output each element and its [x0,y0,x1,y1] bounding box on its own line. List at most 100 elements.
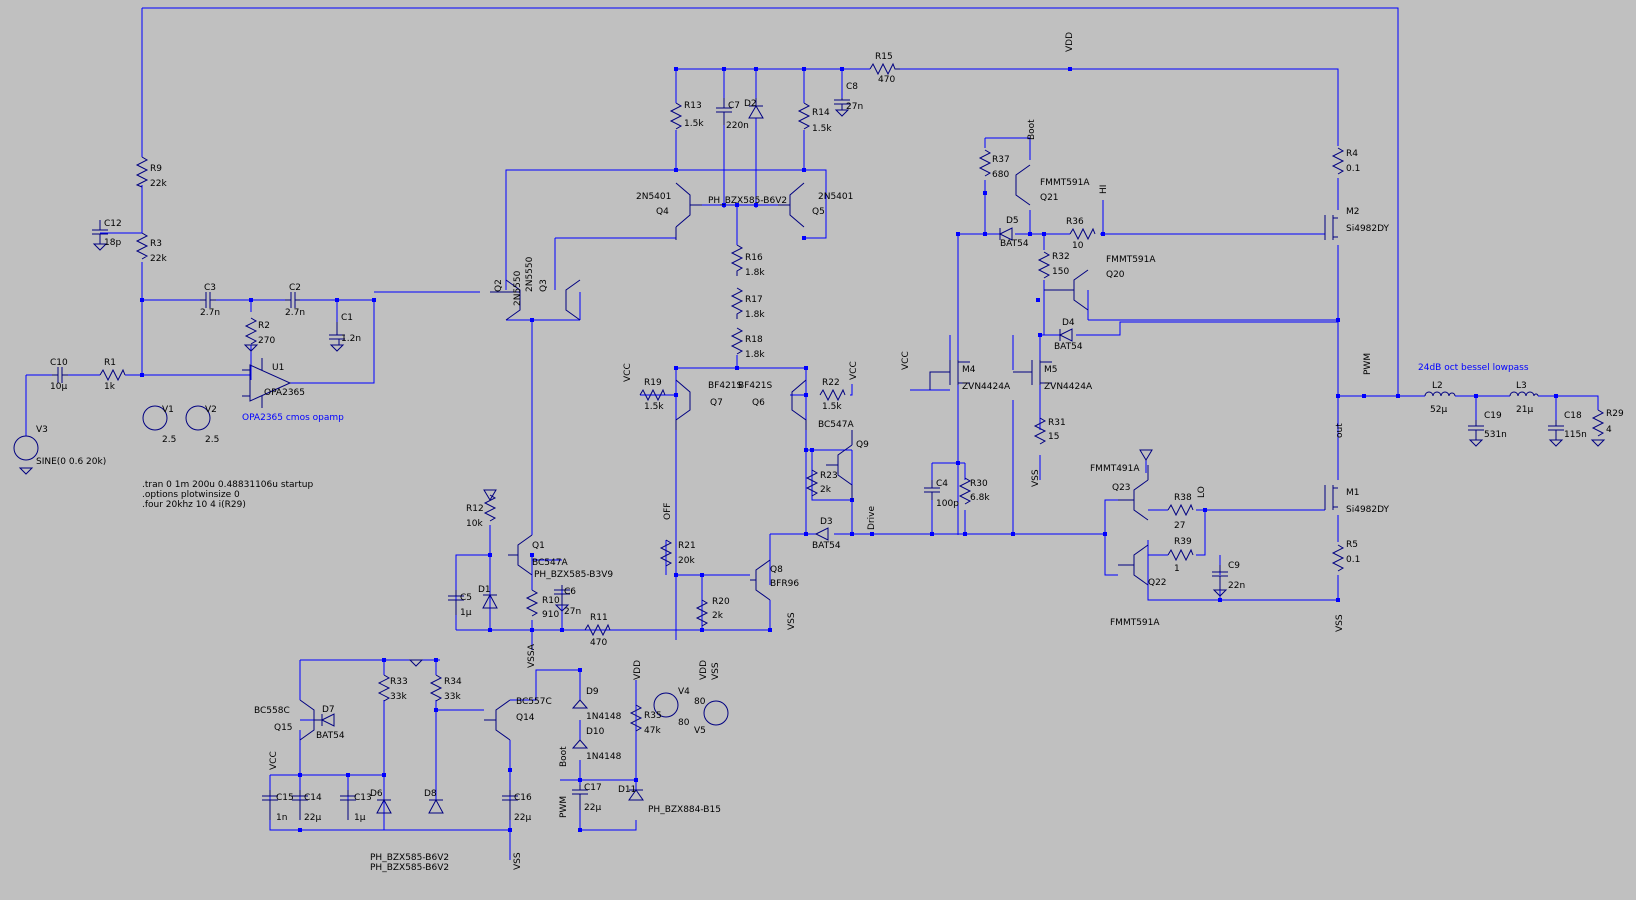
value-R1: 1k [104,382,116,392]
ref-R29: R29 [1606,409,1624,419]
ref-Q3: Q3 [539,279,549,292]
value-C14: 22µ [304,813,321,823]
ref-M5: M5 [1044,365,1058,375]
value-L2: 52µ [1430,405,1447,415]
opamp-U1 [242,358,292,408]
ref-R39: R39 [1174,537,1192,547]
net-label-Drive: Drive [867,506,877,530]
value-R37: 680 [992,170,1009,180]
resistor-R9 [135,156,149,188]
value-R17: 1.8k [745,310,765,320]
net-label-HI: HI [1099,185,1109,194]
inductor-L3 [1509,391,1539,397]
value-Q20: FMMT591A [1106,255,1156,265]
spice-directive: .four 20khz 10 4 i(R29) [142,500,246,510]
net-label-VDD: VDD [633,660,643,680]
capacitor-C17 [572,785,588,810]
ref-M2: M2 [1346,207,1360,217]
value-R10: 910 [542,610,559,620]
ref-C8: C8 [846,82,858,92]
diode-D5 [998,227,1013,241]
net-label-VSS: VSS [1031,469,1041,487]
ref-C6: C6 [564,587,576,597]
value-M4: ZVN4424A [962,382,1011,392]
capacitor-C18 [1548,420,1564,440]
resistor-R23 [805,469,819,497]
ground-symbol [1139,449,1153,461]
ref-R11: R11 [590,613,608,623]
ref-R34: R34 [444,677,462,687]
value-R12: 10k [466,519,483,529]
ref-C16: C16 [514,793,532,803]
resistor-R2 [244,317,258,345]
value-Q23: FMMT491A [1090,464,1140,474]
ref-R3: R3 [150,239,162,249]
capacitor-C10 [52,367,68,383]
diode-D6 [376,798,392,814]
ref-Q4: Q4 [656,207,669,217]
transistor-Q1 [508,534,533,576]
ref-C17: C17 [584,783,602,793]
source-V5 [703,700,729,726]
value-Q5: 2N5401 [818,192,853,202]
ref-R17: R17 [745,295,763,305]
ref-C10: C10 [50,358,68,368]
transistor-Q21 [1015,164,1031,206]
labels: R15470C827nR131.5kC7220nD2R141.5kQ42N540… [36,32,1624,873]
ref-R14: R14 [812,108,830,118]
ground-symbol [1468,439,1484,447]
ref-D7: D7 [322,705,335,715]
value-M2: Si4982DY [1346,224,1390,234]
ground-symbol [834,109,850,117]
value-C3: 2.7n [200,308,220,318]
resistor-R35 [629,704,643,732]
transistor-Q7 [675,379,691,430]
value-R38: 27 [1174,521,1185,531]
ref-Q14: Q14 [516,713,535,723]
resistor-R33 [377,674,391,702]
resistor-R14 [797,102,811,130]
resistor-R22 [819,388,846,402]
value-C17: 22µ [584,803,601,813]
net-label-VSS: VSS [711,662,721,680]
value-C1: 1.2n [341,334,361,344]
ref-C3: C3 [204,283,216,293]
diode-D4 [1058,328,1073,342]
mosfet-M2 [1324,215,1338,240]
value-D3: BAT54 [812,541,841,551]
ground-symbol [92,243,108,251]
ref-C1: C1 [341,313,353,323]
value-C5: 1µ [460,608,472,618]
ground-symbol [1590,439,1606,447]
value-R4: 0.1 [1346,164,1360,174]
resistor-R29 [1591,409,1605,437]
value-D2model: PH_BZX585-B6V2 [708,196,787,206]
net-label-VCC: VCC [849,361,859,380]
ref-Q6: Q6 [752,398,765,408]
ground-symbol [408,659,424,667]
ref-R21: R21 [678,541,696,551]
value-M1: Si4982DY [1346,505,1390,515]
resistor-R20 [695,599,709,627]
capacitor-C7 [716,98,732,125]
value-C13: 1µ [354,813,366,823]
capacitor-C8 [834,98,850,110]
diode-D2 [748,98,764,119]
value-C8: 27n [846,102,863,112]
value-R32: 150 [1052,267,1069,277]
value-R33: 33k [390,692,407,702]
value-R18: 1.8k [745,350,765,360]
value-C19: 531n [1484,430,1507,440]
value-Q15: BC558C [254,706,290,716]
ref-L3: L3 [1516,381,1527,391]
net-label-VSS: VSS [513,852,523,870]
ref-C14: C14 [304,793,322,803]
ref-Q5: Q5 [812,207,825,217]
value-R31: 15 [1048,432,1059,442]
ref-R38: R38 [1174,493,1192,503]
ref-V5: V5 [694,726,706,736]
mosfet-M4 [929,360,970,390]
ref-C12: C12 [104,219,122,229]
